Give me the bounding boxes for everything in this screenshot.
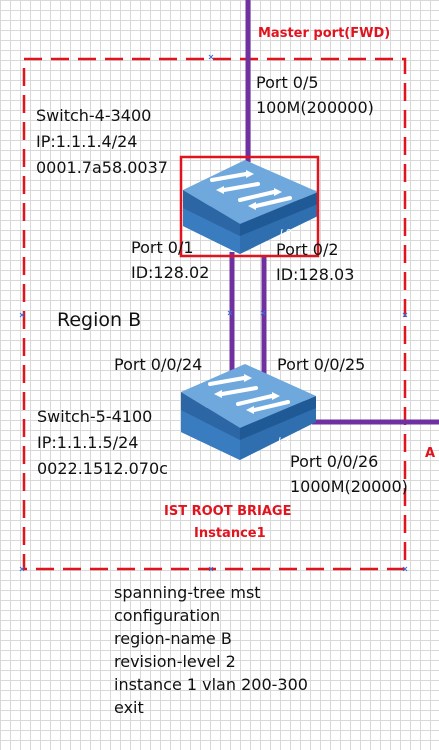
edge-marker: A <box>425 446 436 461</box>
config-line: instance 1 vlan 200-300 <box>114 675 308 694</box>
lower-switch-name: Switch-5-4100 <box>37 407 153 426</box>
upper-switch-name: Switch-4-3400 <box>36 106 152 125</box>
config-line: revision-level 2 <box>114 652 236 671</box>
upper-switch-ip: IP:1.1.1.4/24 <box>36 132 138 151</box>
connector-marks <box>19 54 408 572</box>
upper-port-left-label: Port 0/1 <box>131 238 194 257</box>
lower-port-out-speed: 1000M(20000) <box>290 477 408 496</box>
switch-badge: L2 <box>280 228 292 239</box>
l2-switch-icon[interactable]: L2 <box>181 364 316 460</box>
lower-switch-ip: IP:1.1.1.5/24 <box>37 433 139 452</box>
uplink-port-label: Port 0/5 <box>256 73 319 92</box>
config-block: spanning-tree mst configuration region-n… <box>114 581 308 719</box>
upper-port-right-label: Port 0/2 <box>276 240 339 259</box>
ist-root-label: IST ROOT BRIAGE <box>164 504 292 519</box>
config-line: region-name B <box>114 629 232 648</box>
switch-highlight-box <box>179 155 320 258</box>
lower-switch-mac: 0022.1512.070c <box>37 459 168 478</box>
upper-port-left-id: ID:128.02 <box>131 263 210 282</box>
config-line: exit <box>114 698 144 717</box>
master-port-label: Master port(FWD) <box>258 26 391 41</box>
lower-port-left-label: Port 0/0/24 <box>114 355 203 374</box>
switch-badge: L2 <box>278 436 290 447</box>
upper-switch-mac: 0001.7a58.0037 <box>36 158 168 177</box>
upper-port-right-id: ID:128.03 <box>276 265 355 284</box>
config-line: spanning-tree mst <box>114 583 261 602</box>
lower-port-right-label: Port 0/0/25 <box>277 355 366 374</box>
config-line: configuration <box>114 606 221 625</box>
region-label: Region B <box>57 309 142 331</box>
l2-switch-icon[interactable]: L2 <box>183 160 318 254</box>
lower-port-out-label: Port 0/0/26 <box>290 452 379 471</box>
instance-label: Instance1 <box>194 526 266 541</box>
uplink-speed-label: 100M(200000) <box>256 98 374 117</box>
region-b-boundary <box>22 57 407 571</box>
